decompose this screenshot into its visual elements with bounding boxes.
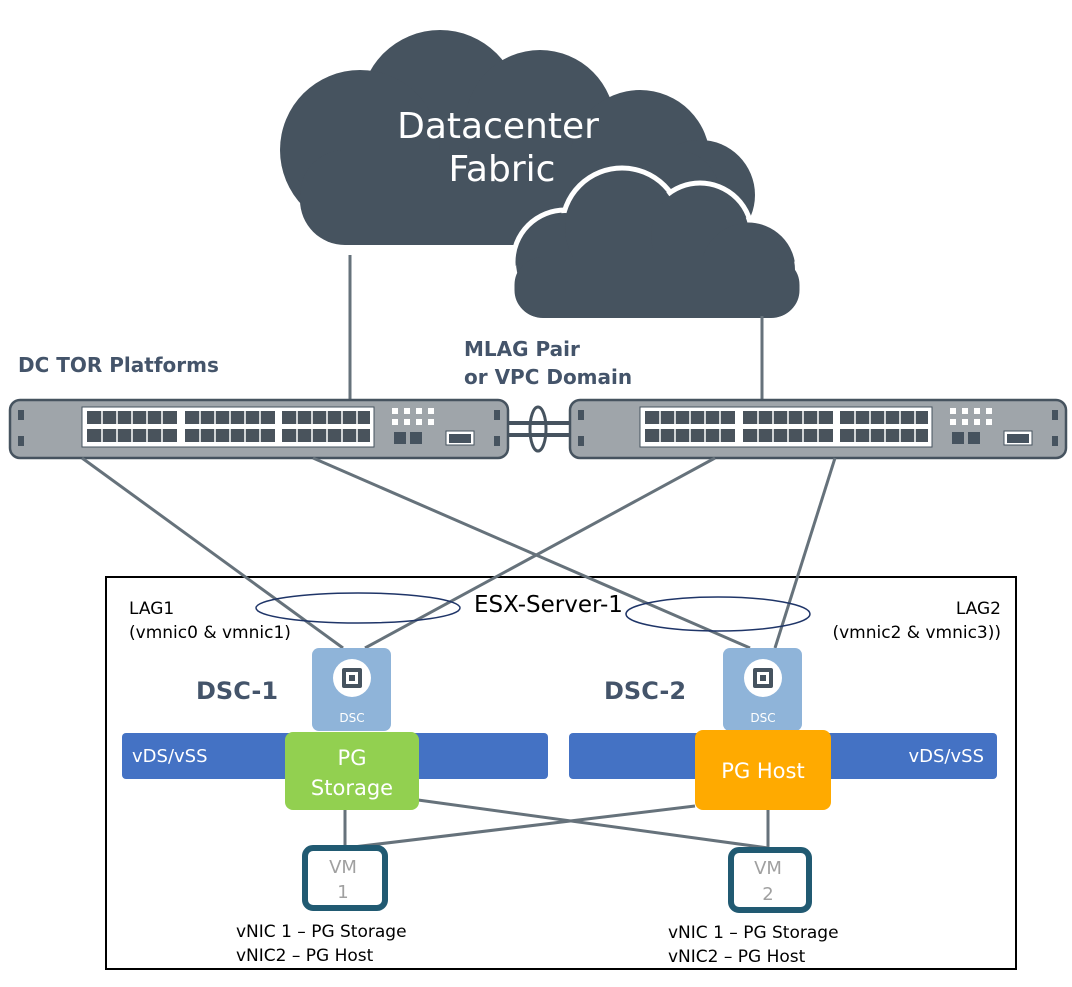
dsc1-chip-label: DSC: [339, 711, 364, 725]
dsc2-chip-label: DSC: [750, 711, 775, 725]
chip-icon: [753, 668, 773, 688]
vm1-name: VM: [329, 857, 357, 878]
mlag-pair-label: MLAG Pair: [464, 337, 580, 361]
vm2-number: 2: [762, 884, 773, 905]
vm1: VM 1: [302, 845, 388, 911]
lag1-members-label: (vmnic0 & vmnic1): [129, 623, 291, 643]
lag2-members-label: (vmnic2 & vmnic3)): [832, 623, 1001, 643]
dsc1-card: DSC: [312, 648, 391, 731]
pg-to-vm-links: [343, 798, 770, 850]
pg-storage-box: PG Storage: [285, 732, 419, 810]
tor-platforms-label: DC TOR Platforms: [18, 353, 219, 377]
pg-host-label: PG Host: [721, 759, 804, 783]
pg-storage-line1: PG: [338, 746, 367, 770]
lag2-label: LAG2: [956, 599, 1001, 619]
pg-host-box: PG Host: [695, 730, 831, 810]
vm2: VM 2: [728, 847, 812, 913]
lag1-ellipse: [255, 592, 461, 624]
tor-switch-left: [8, 398, 510, 460]
vpc-domain-label: or VPC Domain: [464, 365, 632, 389]
vds-left-label: vDS/vSS: [132, 746, 208, 767]
cloud-title-line1: Datacenter: [397, 106, 599, 147]
mlag-peer-link: [508, 405, 570, 453]
vm1-nic2-label: vNIC2 – PG Host: [236, 946, 374, 966]
tor-to-dsc-links: [81, 456, 837, 650]
server-name-label: ESX-Server-1: [474, 592, 623, 618]
vm2-name: VM: [754, 858, 782, 879]
vm2-nic1-label: vNIC 1 – PG Storage: [668, 923, 839, 943]
dsc2-label: DSC-2: [604, 677, 686, 705]
chip-icon: [342, 668, 362, 688]
pg-storage-line2: Storage: [311, 776, 393, 800]
cloud-title-line2: Fabric: [449, 149, 556, 190]
dsc1-label: DSC-1: [196, 677, 278, 705]
vds-right-label: vDS/vSS: [908, 746, 984, 767]
vm1-nic1-label: vNIC 1 – PG Storage: [236, 922, 407, 942]
lag1-label: LAG1: [129, 599, 174, 619]
tor-switch-right: [568, 398, 1068, 460]
vm2-nic2-label: vNIC2 – PG Host: [668, 947, 806, 967]
lag2-ellipse: [625, 596, 811, 632]
dsc2-card: DSC: [723, 648, 802, 731]
vm1-number: 1: [337, 882, 348, 903]
